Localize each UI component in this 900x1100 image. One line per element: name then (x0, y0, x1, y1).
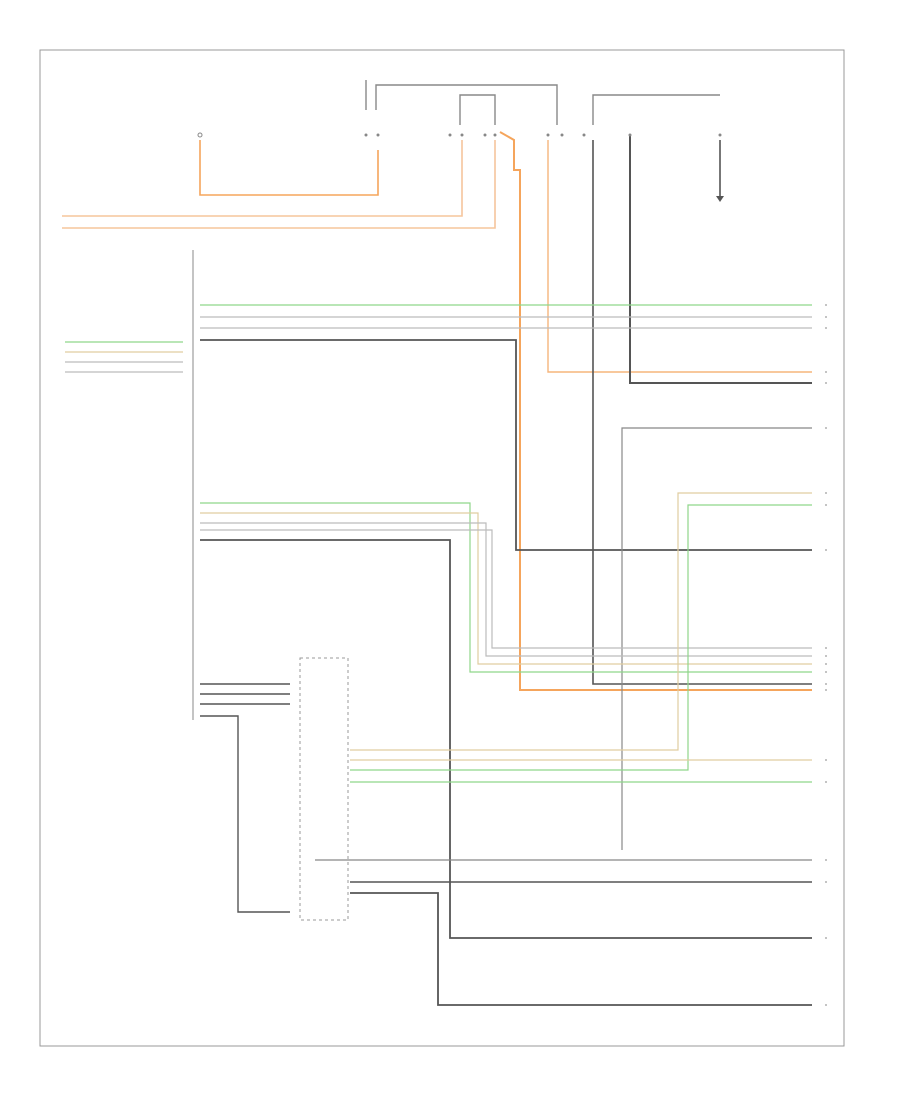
wire-dark-383 (629, 135, 812, 384)
module-2-wires (200, 502, 812, 939)
module-1-input-wires (65, 341, 183, 373)
wire-orange-b (62, 140, 496, 229)
connector-bracket (375, 84, 558, 125)
module-1-wires (200, 304, 812, 551)
connector-terminals (364, 133, 722, 137)
wire-gray-430 (621, 427, 812, 850)
wire-orange-top (199, 140, 379, 196)
module-3-wires (200, 683, 290, 913)
right-terminal-marks (825, 304, 827, 1006)
right-signal-wires (350, 492, 812, 771)
connector-loop (459, 94, 496, 125)
diagram-border (39, 49, 845, 1047)
top-connector-group (62, 80, 812, 691)
ground-symbol-top-left (197, 132, 203, 138)
wire-orange-main (499, 131, 812, 691)
ground-symbol-right (716, 196, 724, 202)
wire-gray-593 (592, 140, 812, 685)
connector-right-line (592, 94, 720, 125)
wire-orange-370 (547, 140, 812, 373)
wire-orange-a (62, 140, 463, 217)
relay-box (299, 657, 349, 921)
switch-output-wires (315, 759, 812, 1006)
